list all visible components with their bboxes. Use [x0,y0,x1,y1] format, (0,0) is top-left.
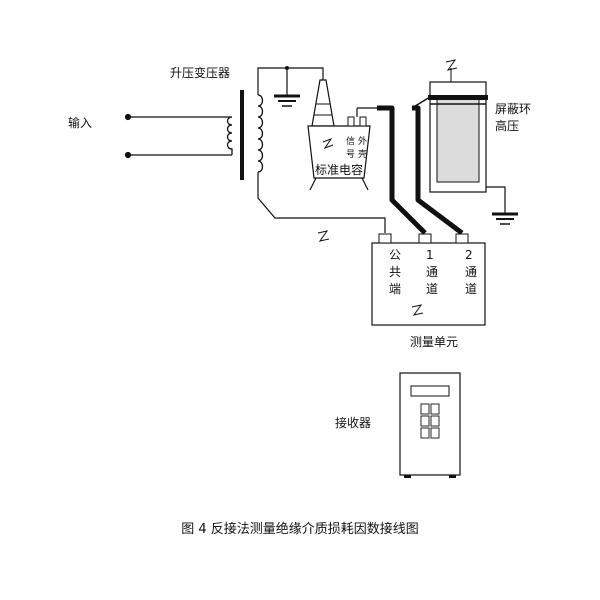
cap-shell-char1: 外 [358,135,367,147]
channel-2-jack [455,233,469,244]
sample-core [436,97,480,183]
primary-coil [226,116,233,155]
cap-signal-char2: 号 [346,149,355,160]
transformer-label: 升压变压器 [170,65,230,80]
step-up-transformer [226,90,264,180]
cap-shell-label-2: 壳 [358,148,367,160]
input-label: 输入 [68,115,92,130]
ch2-num: 2 [465,248,473,262]
common-char-1: 公 [389,248,401,262]
common-char-2: 共 [389,265,401,279]
channel-2-label: 2 通 道 [465,248,481,296]
cap-shell-label-1: 外 [358,135,367,147]
ch2-char-1: 通 [465,265,477,279]
channel-1-jack [418,233,432,244]
keypad-key [420,403,430,415]
common-char-3: 端 [389,282,401,296]
sample-ground-symbol [445,59,458,71]
ch1-num: 1 [426,248,434,262]
receiver-display [410,385,450,397]
ground-top [274,66,300,107]
keypad-key [420,415,430,427]
receiver-keypad [420,403,440,439]
cable-channel-2 [412,105,464,235]
hv-wires [257,67,386,233]
standard-capacitor [307,79,371,191]
receiver-device [399,372,461,478]
high-voltage-label: 高压 [495,118,519,133]
ch1-char-1: 通 [426,265,438,279]
ground-right [486,186,518,225]
figure-caption: 图 4 反接法测量绝缘介质损耗因数接线图 [181,521,419,537]
unit-ground-symbol [411,304,424,316]
channel-1-label: 1 通 道 [426,248,442,296]
wire-ground-symbol [317,230,330,242]
keypad-key [420,427,430,439]
keypad-key [430,403,440,415]
cable-channel-1 [377,105,427,235]
ch1-char-2: 道 [426,282,438,296]
common-terminal-label: 公 共 端 [389,248,405,296]
shield-ring-label: 屏蔽环 [495,102,531,116]
receiver-label: 接收器 [335,415,371,430]
capacitor-ground-symbol [322,137,334,150]
cap-signal-char1: 信 [346,135,355,147]
signal-cables [377,105,464,235]
secondary-coil [257,94,264,173]
input-terminals [124,113,232,159]
transformer-core [240,90,244,180]
std-cap-label: 标准电容 [315,162,363,177]
measure-unit-label: 测量单元 [410,335,458,349]
cap-signal-label-2: 号 [346,149,355,160]
test-sample [411,59,488,193]
measurement-unit [371,233,486,326]
shield-ring-band [428,95,488,100]
capacitor-bushing [311,79,335,127]
cap-shell-char2: 壳 [358,148,367,160]
ch2-char-2: 道 [465,282,477,296]
keypad-key [430,415,440,427]
keypad-key [430,427,440,439]
cap-signal-label-1: 信 [346,135,355,147]
common-terminal-jack [378,233,392,244]
